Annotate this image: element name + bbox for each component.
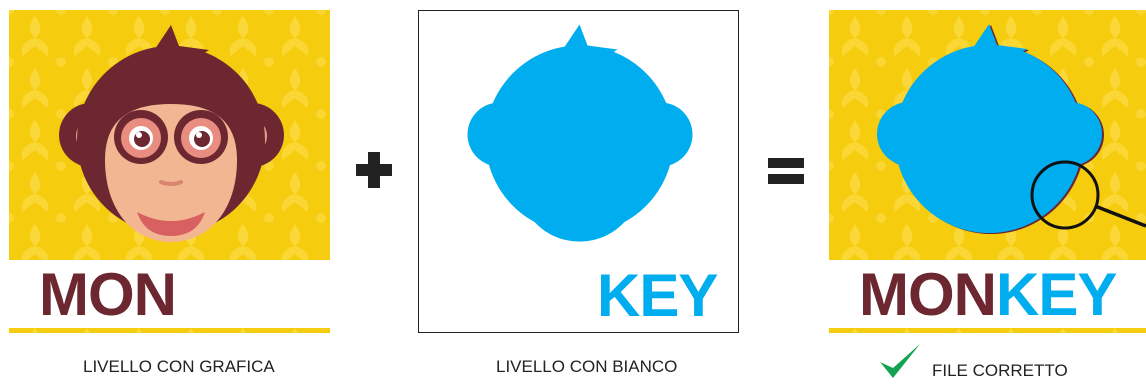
caption-white-layer: LIVELLO CON BIANCO <box>496 357 678 376</box>
equals-icon <box>766 156 806 186</box>
white-layer-panel: KEY <box>418 10 739 333</box>
word-part-mon: MON <box>859 261 997 328</box>
plus-icon <box>354 150 394 190</box>
word-part-key: KEY <box>995 261 1117 328</box>
word-monkey: MONKEY <box>859 261 1117 328</box>
check-icon <box>877 342 921 380</box>
monkey-illustration <box>59 25 284 242</box>
caption-correct-file: FILE CORRETTO <box>932 361 1068 380</box>
magnifier-icon <box>1030 160 1146 230</box>
graphic-layer-panel: MON <box>9 10 330 333</box>
white-layer-silhouette <box>467 24 693 242</box>
text-band <box>9 260 330 328</box>
word-mon: MON <box>39 261 177 328</box>
caption-graphic-layer: LIVELLO CON GRAFICA <box>83 357 275 376</box>
combined-silhouette <box>877 24 1104 234</box>
result-panel: MONKEY <box>829 10 1146 333</box>
word-key: KEY <box>597 262 718 329</box>
text-band <box>829 260 1146 328</box>
